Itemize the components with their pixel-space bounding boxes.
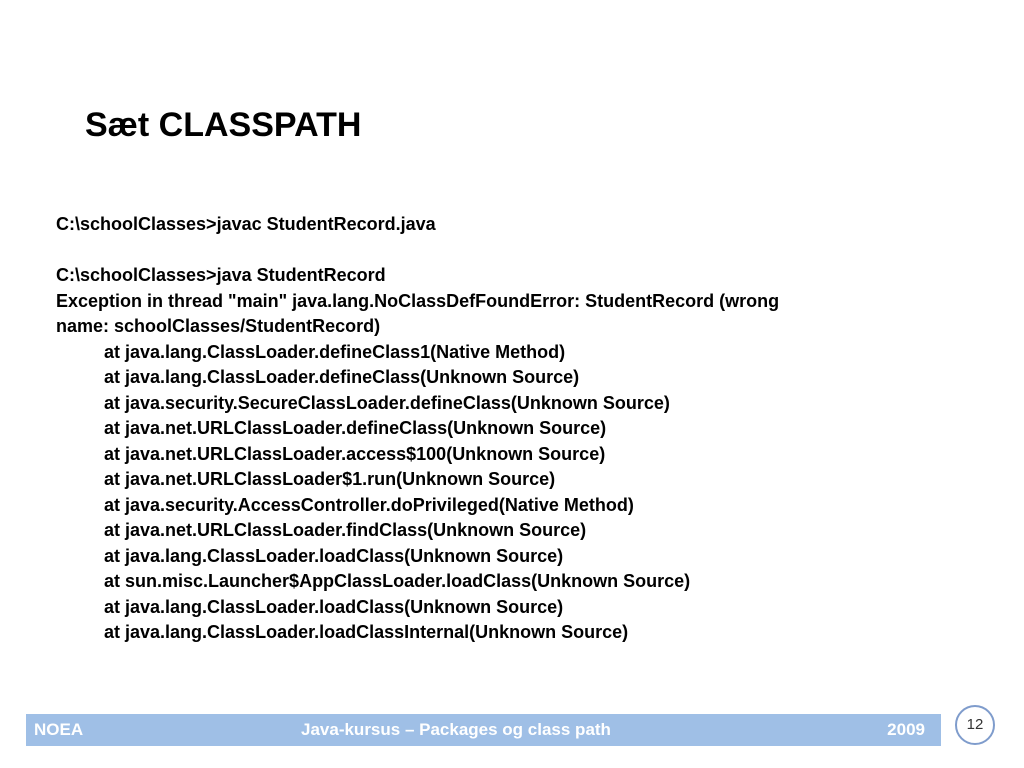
stack-trace-line: at java.net.URLClassLoader.findClass(Unk… [104, 520, 587, 540]
console-command-java: C:\schoolClasses>java StudentRecord [56, 265, 386, 285]
stack-trace-line: at java.net.URLClassLoader$1.run(Unknown… [104, 469, 556, 489]
console-command-javac: C:\schoolClasses>javac StudentRecord.jav… [56, 214, 436, 234]
stack-trace-line: at java.lang.ClassLoader.defineClass1(Na… [104, 341, 566, 362]
stack-trace-line: at java.net.URLClassLoader.access$100(Un… [104, 443, 606, 464]
stack-trace-line: at java.lang.ClassLoader.loadClass(Unkno… [104, 545, 564, 566]
error-message-line: name: schoolClasses/StudentRecord) [56, 316, 381, 336]
stack-trace-line: at java.security.SecureClassLoader.defin… [104, 392, 670, 413]
stack-trace-line: at java.lang.ClassLoader.defineClass(Unk… [104, 367, 580, 387]
page-number-badge: 12 [955, 705, 995, 745]
stack-trace-line: at java.lang.ClassLoader.loadClassIntern… [104, 622, 629, 642]
error-message-line: Exception in thread "main" java.lang.NoC… [56, 290, 780, 311]
console-output: C:\schoolClasses>javac StudentRecord.jav… [56, 212, 956, 646]
footer-bar: NOEA Java-kursus – Packages og class pat… [26, 714, 941, 746]
blank-line [56, 238, 956, 264]
slide-title: Sæt CLASSPATH [85, 106, 362, 144]
footer-organization: NOEA [34, 720, 84, 739]
footer-year: 2009 [887, 720, 925, 739]
stack-trace-line: at sun.misc.Launcher$AppClassLoader.load… [104, 571, 691, 591]
stack-trace-line: at java.security.AccessController.doPriv… [104, 494, 634, 515]
footer-course-title: Java-kursus – Packages og class path [301, 720, 611, 739]
stack-trace-line: at java.net.URLClassLoader.defineClass(U… [104, 418, 607, 438]
stack-trace-line: at java.lang.ClassLoader.loadClass(Unkno… [104, 596, 564, 617]
